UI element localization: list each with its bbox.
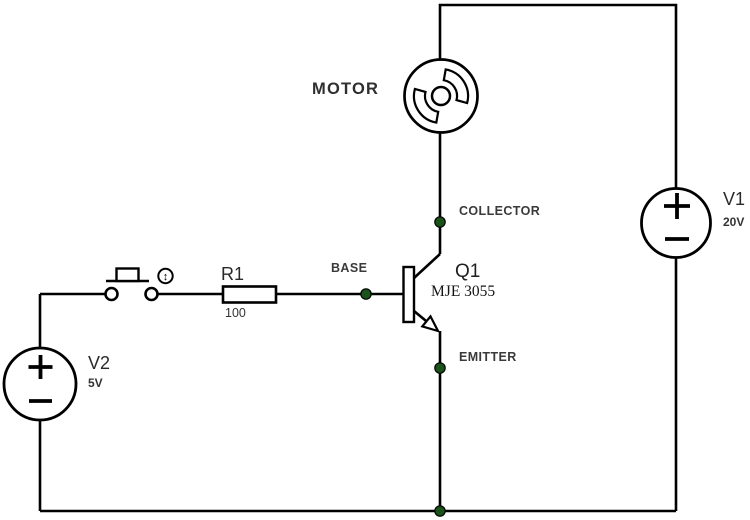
motor-blade-lower-icon bbox=[412, 87, 440, 124]
v1-ref-label: V1 bbox=[723, 189, 745, 209]
transistor-symbol bbox=[402, 265, 441, 333]
resistor-symbol bbox=[221, 285, 278, 304]
key-press-glyph: ↕ bbox=[163, 271, 169, 283]
pushbutton-symbol: ↕ bbox=[104, 267, 174, 302]
v1-body bbox=[640, 187, 712, 259]
pushbutton-cap bbox=[115, 267, 140, 283]
v1-value-label: 20V bbox=[723, 215, 744, 229]
motor-label: MOTOR bbox=[312, 80, 379, 98]
base-pin-label: BASE bbox=[331, 261, 367, 275]
key-press-icon bbox=[157, 267, 174, 285]
transistor-part-label: MJE 3055 bbox=[431, 283, 495, 300]
resistor-body bbox=[221, 285, 278, 304]
plus-icon bbox=[664, 193, 690, 219]
motor-hub bbox=[430, 85, 452, 107]
resistor-value-label: 100 bbox=[225, 306, 246, 320]
junction-dot-collector bbox=[434, 216, 446, 228]
wire-top bbox=[438, 3, 678, 189]
wire-collector-diagonal bbox=[413, 253, 441, 279]
v2-value-label: 5V bbox=[88, 376, 103, 390]
v2-ref-label: V2 bbox=[88, 353, 110, 373]
transistor-base-bar bbox=[402, 265, 416, 324]
junction-dots bbox=[360, 216, 446, 517]
v2-body bbox=[2, 346, 78, 422]
emitter-pin-label: EMITTER bbox=[459, 350, 517, 364]
junction-dot-emitter bbox=[434, 362, 446, 374]
motor-symbol bbox=[403, 58, 479, 134]
junction-dot-base bbox=[360, 288, 372, 300]
voltage-source-v1 bbox=[640, 187, 712, 259]
collector-pin-label: COLLECTOR bbox=[459, 204, 540, 218]
voltage-source-v2 bbox=[2, 346, 78, 422]
pushbutton-terminal-right bbox=[144, 286, 159, 302]
junction-dot-ground-rail bbox=[434, 505, 446, 517]
transistor-ref-label: Q1 bbox=[455, 261, 480, 282]
emitter-arrow-icon bbox=[420, 314, 441, 333]
motor-blade-upper-icon bbox=[442, 68, 470, 105]
resistor-ref-label: R1 bbox=[221, 264, 244, 284]
plus-icon bbox=[28, 355, 53, 379]
pushbutton-terminal-left bbox=[104, 286, 119, 302]
wires bbox=[38, 3, 678, 513]
